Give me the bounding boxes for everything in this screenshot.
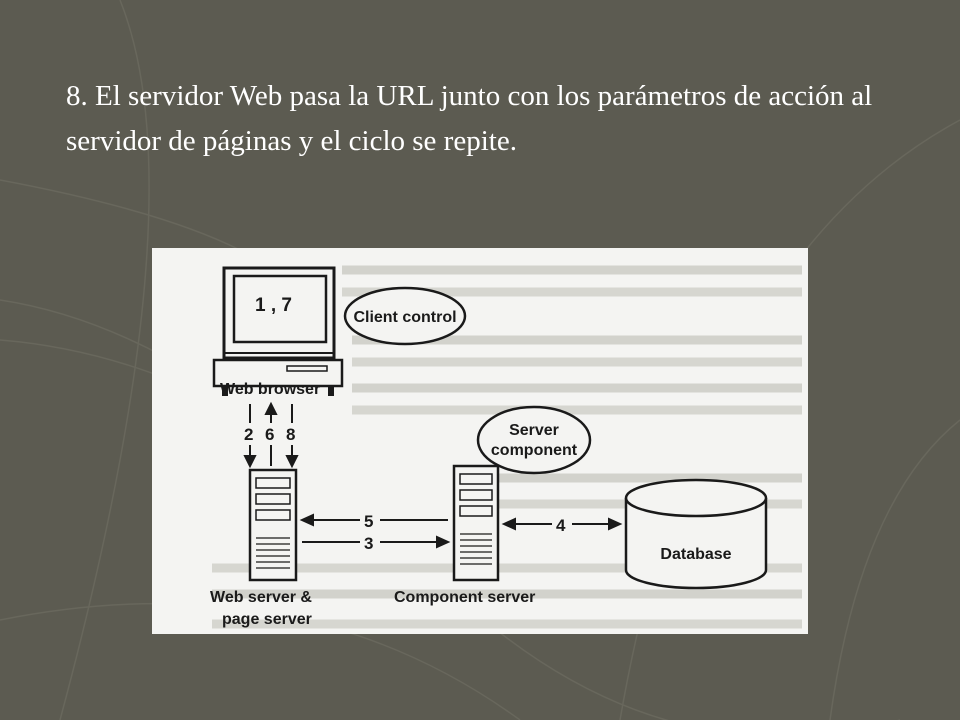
database-cylinder [624,478,768,590]
server-component-label-line1: Server [509,422,559,439]
arrow-3-backdrop [360,532,380,552]
database-label: Database [660,546,731,563]
monitor-label: 1 , 7 [255,295,292,316]
arrow-label-3: 3 [364,534,373,553]
arrow-label-backdrop [242,423,302,445]
slide-body-text: 8. El servidor Web pasa la URL junto con… [66,80,873,157]
component-server-label: Component server [394,589,535,606]
server-component-label-line2: component [491,442,578,459]
arrow-5-backdrop [360,510,380,530]
arrow-label-4: 4 [556,516,566,535]
component-server-tower [452,464,500,582]
arrow-label-5: 5 [364,512,373,531]
client-control-ellipse [343,286,467,346]
arrow-4-backdrop [552,514,572,534]
web-browser-label: Web browser [220,381,320,398]
arrow-label-8: 8 [286,425,295,444]
server-component-ellipse [476,405,592,475]
arrow-label-2: 2 [244,425,253,444]
client-computer [212,266,344,396]
architecture-diagram: 1 , 7 Client control Web browser 2 6 8 [152,248,808,634]
diagram-canvas: 1 , 7 Client control Web browser 2 6 8 [152,248,808,634]
web-server-label-line1: Web server & [210,589,312,606]
web-server-label-line2: page server [222,611,312,628]
client-control-label: Client control [353,309,456,326]
arrow-label-6: 6 [265,425,274,444]
web-server-tower [248,468,298,582]
